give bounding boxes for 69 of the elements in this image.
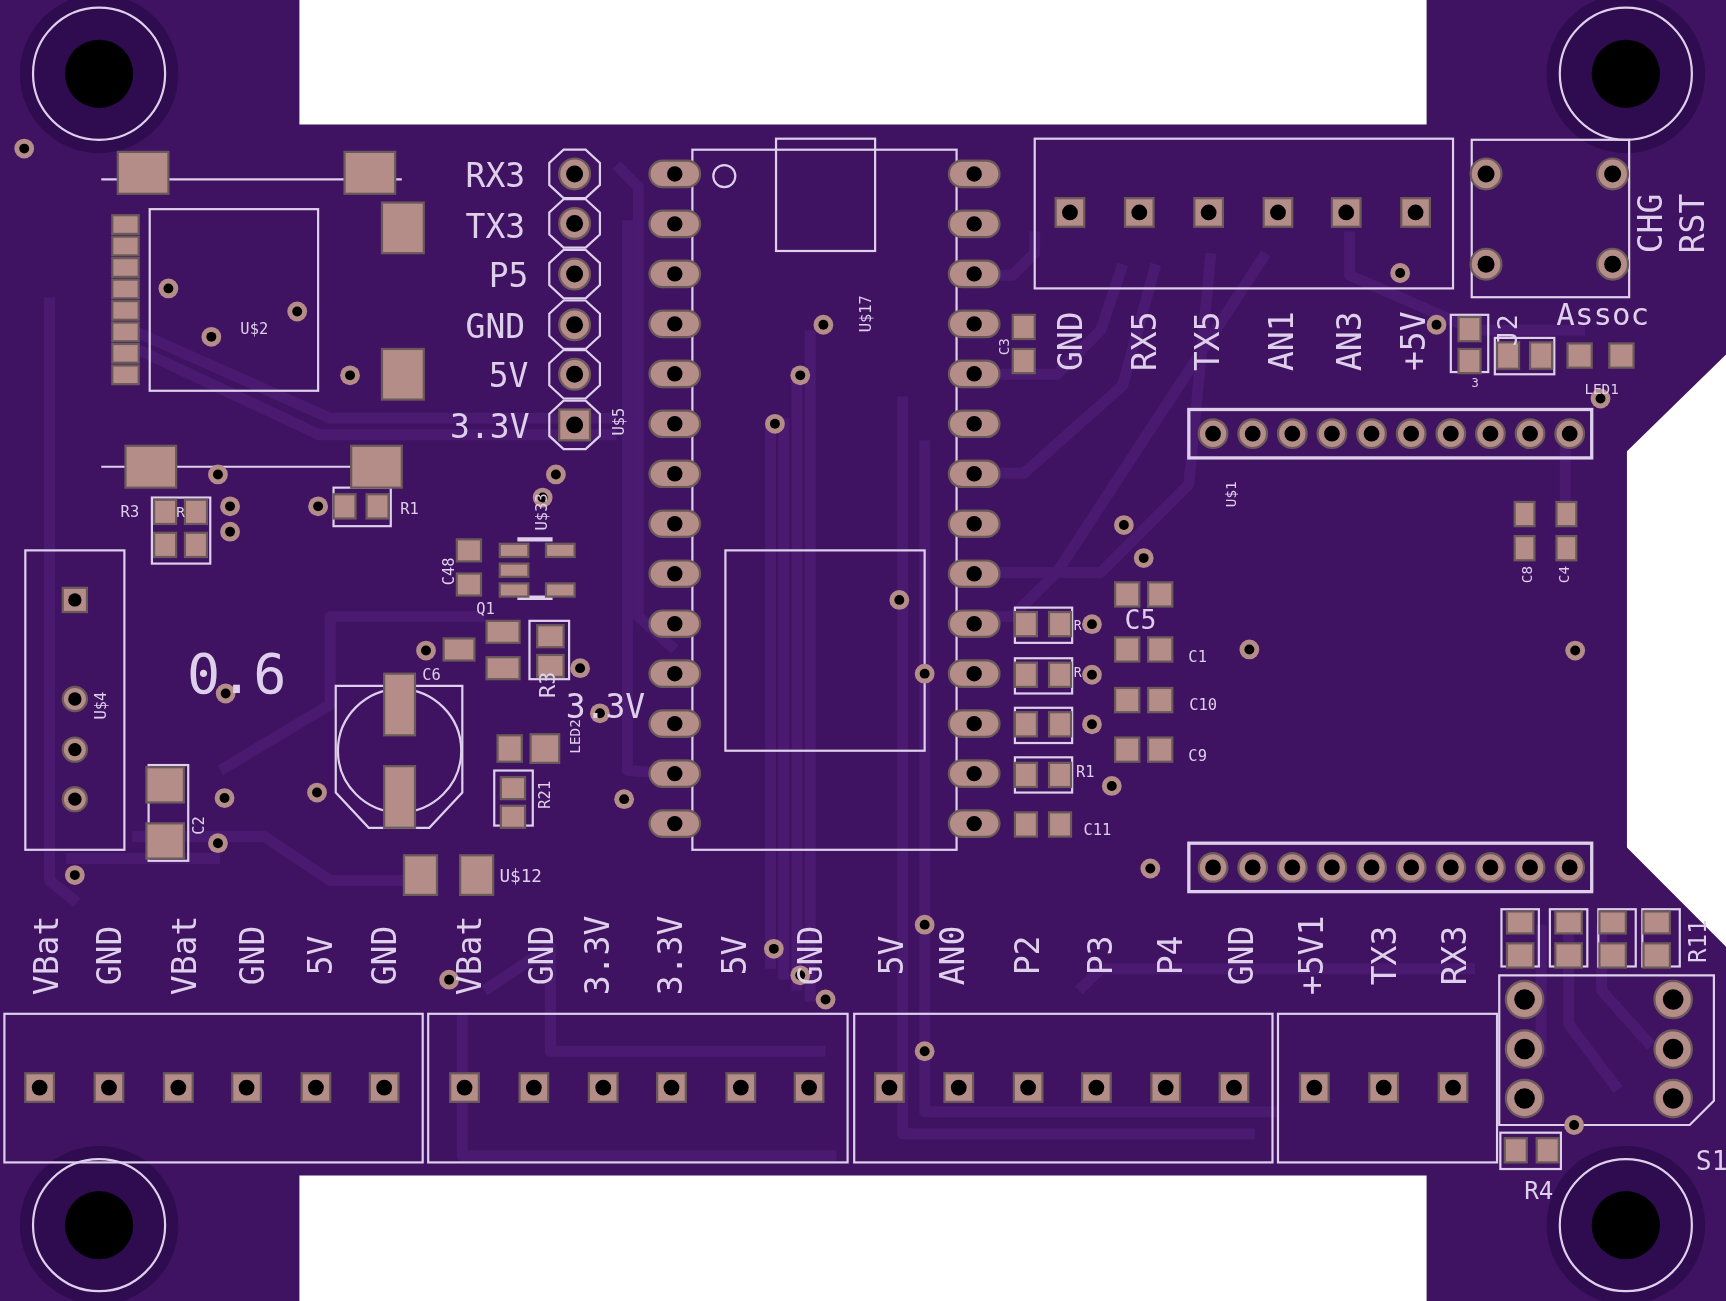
component-label: R [176, 504, 185, 519]
component-label: Q1 [476, 601, 495, 617]
component-label: R [1073, 665, 1082, 680]
pin-label: 3.3V [654, 915, 688, 996]
component-label: C11 [1083, 822, 1112, 838]
pin-label: RST [1676, 193, 1710, 254]
component-label: R21 [537, 780, 553, 809]
pin-label: 5V [304, 935, 338, 976]
component-label: C8 [1519, 566, 1534, 584]
component-label: 3 [1471, 377, 1479, 390]
pin-label: GND [93, 925, 127, 986]
component-label: C10 [1189, 696, 1218, 713]
component-label: R1 [400, 500, 419, 517]
component-label: C6 [422, 667, 441, 683]
pin-label: AN3 [1333, 311, 1367, 372]
pin-label: S1 [1695, 1148, 1726, 1175]
component-label: U$17 [857, 295, 873, 333]
pin-label: P2 [1011, 935, 1045, 976]
pin-label: TX5 [1191, 311, 1225, 372]
pin-label: GND [236, 925, 270, 986]
component-label: R3 [536, 671, 559, 698]
pin-label: TX3 [465, 210, 526, 244]
component-label: R11 [1686, 919, 1711, 964]
pin-label: 5V [875, 935, 909, 976]
component-label: R [1073, 618, 1082, 632]
pin-label: 3.3V [450, 410, 530, 444]
component-label: U$2 [240, 320, 269, 336]
pin-label: P5 [488, 259, 529, 293]
component-label: R4 [1524, 1178, 1554, 1204]
pin-label: RX5 [1128, 311, 1162, 372]
pin-label: AN0 [936, 925, 970, 986]
component-label: R3 [120, 504, 140, 520]
pin-label: RX3 [465, 159, 526, 193]
component-label: C48 [440, 557, 456, 586]
pin-label: 0.6 [186, 647, 287, 703]
component-label: C2 [190, 816, 206, 835]
component-label: C1 [1188, 648, 1207, 664]
component-label: LED1 [1584, 381, 1619, 396]
pin-label: C5 [1124, 606, 1157, 633]
pin-label: P3 [1084, 935, 1118, 976]
pin-label: GND [1225, 925, 1259, 986]
component-label: U$1 [1223, 481, 1238, 508]
pin-label: 5V [718, 935, 752, 976]
pin-label: RX3 [1438, 925, 1472, 986]
pin-label: GND [465, 310, 526, 344]
pin-label: CHG [1634, 193, 1668, 254]
pin-label: VBat [453, 915, 487, 996]
pin-label: VBat [30, 915, 64, 996]
pin-label: GND [794, 925, 828, 986]
pin-label: VBat [168, 915, 202, 996]
pin-label: +5V1 [1295, 915, 1329, 996]
pin-label: GND [368, 925, 402, 986]
pin-label: Assoc [1556, 299, 1650, 331]
component-label: C3 [996, 338, 1012, 356]
component-label: C9 [1188, 747, 1207, 763]
pin-label: 5V [488, 359, 529, 393]
component-label: C4 [1557, 566, 1572, 584]
pin-label: GND [525, 925, 559, 986]
pin-label: TX3 [1368, 925, 1402, 986]
component-label: U$33 [533, 493, 550, 531]
pin-label: GND [1054, 311, 1088, 372]
component-label: R1 [1076, 763, 1095, 780]
component-label: U$4 [92, 691, 108, 720]
component-label: U$5 [610, 407, 627, 436]
pin-label: P4 [1154, 935, 1188, 976]
pin-label: +5V [1398, 311, 1431, 372]
pin-label: AN1 [1265, 311, 1299, 372]
pin-label: 3.3V [581, 915, 615, 996]
component-label: U$12 [499, 867, 542, 885]
